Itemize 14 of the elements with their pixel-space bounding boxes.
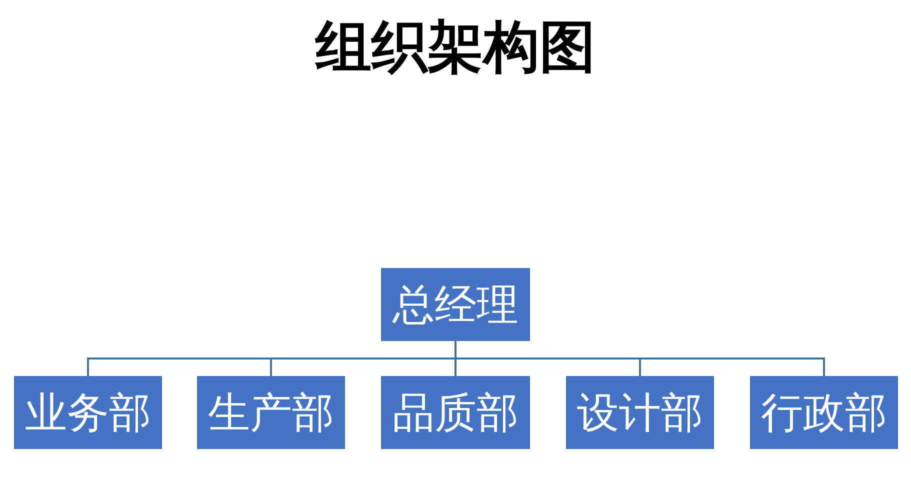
box-label: 总经理 (392, 278, 518, 330)
box-label: 行政部 (761, 386, 887, 438)
diagram-title: 组织架构图 (316, 14, 596, 82)
box-label: 业务部 (25, 386, 151, 438)
org-box (14, 376, 162, 449)
org-box (566, 376, 714, 449)
org-box (197, 376, 345, 449)
connector-line (454, 341, 825, 376)
box-label: 生产部 (208, 386, 334, 438)
box-label: 品质部 (392, 386, 518, 438)
box-label: 设计部 (577, 386, 703, 438)
org-box (381, 268, 530, 341)
org-box (381, 376, 530, 449)
org-box (750, 376, 898, 449)
